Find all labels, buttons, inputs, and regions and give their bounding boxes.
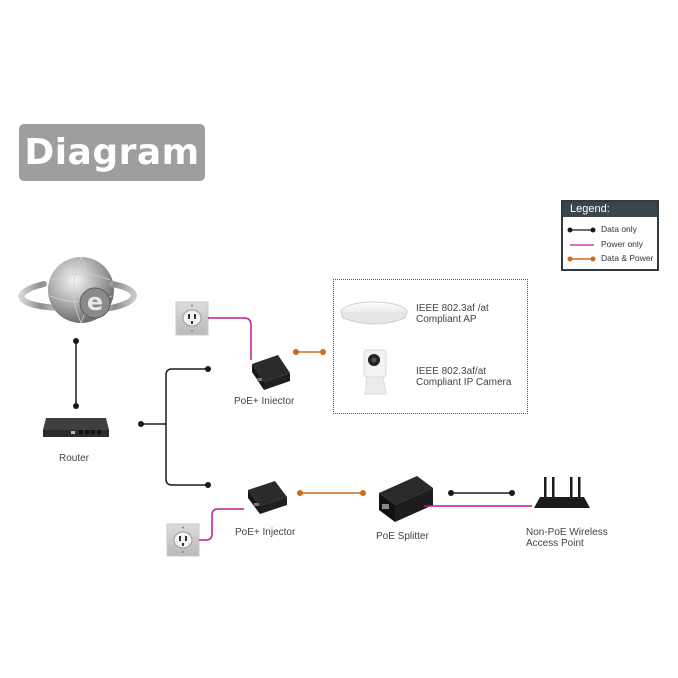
ap-label-line2: Compliant AP bbox=[416, 314, 477, 325]
splitter-label: PoE Splitter bbox=[376, 531, 429, 542]
data-power-link-bottom bbox=[297, 490, 366, 496]
poe-injector-top-icon bbox=[252, 355, 290, 390]
poe-injector-bottom-icon bbox=[248, 481, 287, 514]
splitter-ap-data-link bbox=[448, 490, 515, 496]
data-power-swatch-icon bbox=[567, 256, 596, 262]
non-poe-ap-label-line1: Non-PoE Wireless bbox=[526, 527, 608, 538]
legend: Legend: Data only Power only Data & Powe… bbox=[561, 200, 659, 271]
ceiling-ap-icon bbox=[340, 301, 408, 325]
injector-bottom-label: PoE+ Injector bbox=[235, 527, 296, 538]
camera-label: IEEE 802.3af/at Compliant IP Camera bbox=[416, 366, 511, 388]
diagram-title: Diagram bbox=[24, 132, 200, 173]
router-branch-link bbox=[138, 366, 211, 488]
legend-heading: Legend: bbox=[563, 202, 657, 217]
poe-devices-group bbox=[333, 279, 528, 414]
svg-text:e: e bbox=[87, 288, 103, 316]
power-link-bottom bbox=[199, 508, 244, 541]
camera-label-line2: Compliant IP Camera bbox=[416, 377, 512, 388]
internet-globe-icon: e bbox=[18, 256, 137, 324]
camera-label-line1: IEEE 802.3af/at bbox=[416, 366, 487, 377]
power-outlet-bottom-icon bbox=[166, 523, 200, 557]
data-power-link-top bbox=[293, 349, 326, 355]
ap-label: IEEE 802.3af /at Compliant AP bbox=[416, 303, 489, 325]
non-poe-ap-label: Non-PoE Wireless Access Point bbox=[526, 527, 608, 549]
wireless-router-icon bbox=[534, 477, 590, 508]
data-only-swatch-icon bbox=[567, 227, 596, 233]
ap-label-line1: IEEE 802.3af /at bbox=[416, 303, 489, 314]
power-only-swatch-icon bbox=[570, 244, 594, 246]
poe-splitter-icon bbox=[379, 476, 433, 522]
power-link-top bbox=[208, 317, 252, 360]
power-outlet-top-icon bbox=[175, 301, 209, 336]
legend-item-power-only: Power only bbox=[563, 238, 657, 252]
injector-top-label: PoE+ Iniector bbox=[234, 396, 295, 407]
router-label: Router bbox=[59, 453, 90, 464]
router-icon bbox=[43, 418, 109, 437]
title-badge: Diagram bbox=[19, 124, 205, 181]
legend-label: Data & Power bbox=[601, 253, 654, 263]
ip-camera-icon bbox=[363, 349, 387, 395]
legend-label: Power only bbox=[601, 239, 644, 249]
internet-router-link bbox=[73, 338, 79, 409]
non-poe-ap-label-line2: Access Point bbox=[526, 538, 584, 549]
legend-label: Data only bbox=[601, 224, 637, 234]
legend-item-data-power: Data & Power bbox=[563, 252, 657, 266]
legend-item-data-only: Data only bbox=[563, 223, 657, 237]
